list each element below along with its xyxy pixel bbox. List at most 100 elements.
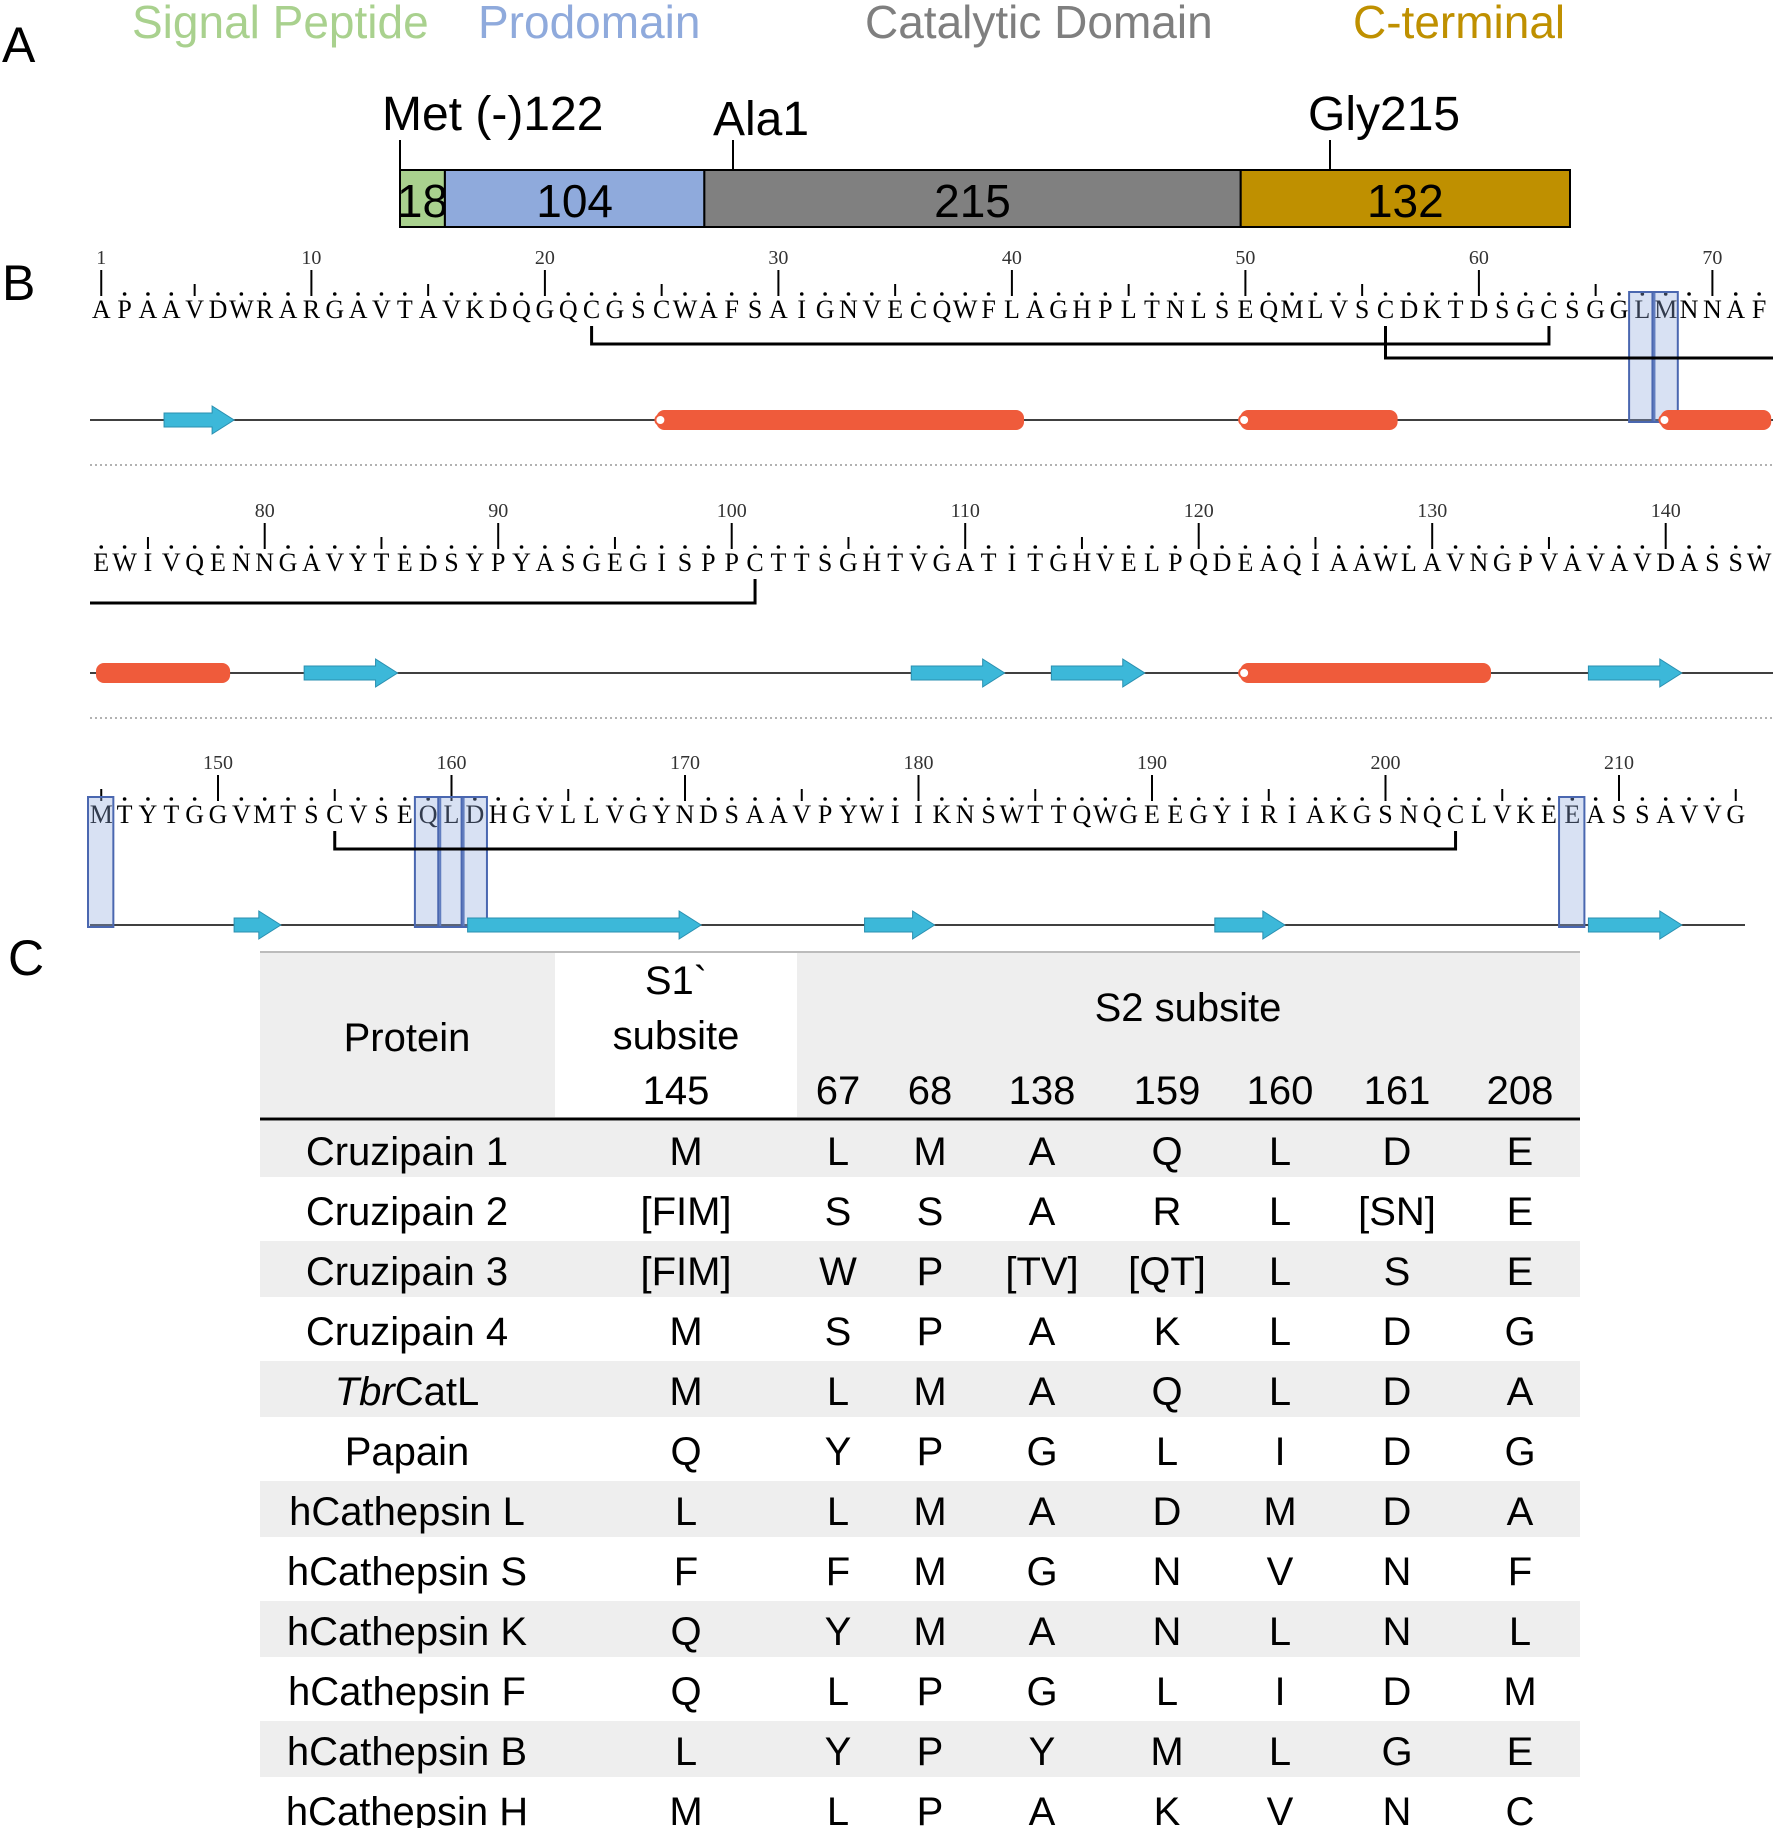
residue: N bbox=[1399, 800, 1418, 829]
residue: T bbox=[1027, 800, 1043, 829]
residue: N bbox=[839, 295, 858, 324]
residue: E bbox=[1237, 295, 1253, 324]
ruler-dot bbox=[356, 797, 360, 801]
header-s1-line1: S1` bbox=[645, 959, 707, 1003]
residue: S bbox=[748, 295, 762, 324]
residue-cell: P bbox=[917, 1670, 944, 1714]
residue-cell: P bbox=[917, 1430, 944, 1474]
ruler-dot bbox=[1103, 797, 1108, 801]
residue-cell: G bbox=[1026, 1550, 1057, 1594]
residue: P bbox=[724, 548, 738, 577]
ruler-dot bbox=[636, 797, 641, 801]
ruler-number: 90 bbox=[488, 500, 508, 522]
ruler-dot bbox=[1640, 797, 1645, 801]
residue: S bbox=[1635, 800, 1649, 829]
ruler-dot bbox=[519, 545, 524, 549]
ruler-dot bbox=[286, 545, 290, 549]
residue: E bbox=[1144, 800, 1160, 829]
disulfide-bond bbox=[90, 579, 757, 605]
ruler-dot bbox=[1383, 545, 1388, 549]
ruler-number: 160 bbox=[437, 752, 467, 774]
ruler-dot bbox=[1687, 545, 1691, 549]
ruler-dot bbox=[216, 545, 220, 549]
residue: C bbox=[1540, 295, 1557, 324]
residue: P bbox=[1098, 295, 1112, 324]
residue-cell: M bbox=[1150, 1730, 1183, 1774]
ruler-dot bbox=[870, 545, 874, 549]
ruler-dot bbox=[706, 545, 711, 549]
residue-cell: M bbox=[913, 1370, 946, 1414]
helix bbox=[1660, 410, 1772, 430]
ruler-dot bbox=[1383, 292, 1388, 296]
ruler-dot bbox=[1290, 797, 1294, 801]
residue: Q bbox=[419, 800, 438, 829]
ruler-dot bbox=[426, 545, 430, 549]
residue: V bbox=[442, 295, 461, 324]
residue: A bbox=[1306, 800, 1325, 829]
residue: S bbox=[444, 548, 458, 577]
residue: Y bbox=[139, 800, 158, 829]
domain-segment bbox=[703, 169, 1242, 228]
residue-cell: L bbox=[1269, 1610, 1291, 1654]
residue: W bbox=[953, 295, 978, 324]
residue: V bbox=[536, 800, 555, 829]
residue: P bbox=[491, 548, 505, 577]
residue-cell: D bbox=[1153, 1490, 1182, 1534]
residue: V bbox=[792, 800, 811, 829]
ruler-dot bbox=[1196, 797, 1201, 801]
ruler-dot bbox=[122, 797, 127, 801]
residue: Y bbox=[465, 548, 484, 577]
residue-cell: M bbox=[913, 1490, 946, 1534]
residue-cell: P bbox=[917, 1310, 944, 1354]
residue: V bbox=[162, 548, 181, 577]
ruler-dot bbox=[1220, 797, 1224, 801]
residue: A bbox=[92, 295, 111, 324]
residue: A bbox=[1680, 548, 1699, 577]
ruler-dot bbox=[1056, 292, 1061, 296]
residue: C bbox=[1447, 800, 1464, 829]
residue: V bbox=[372, 295, 391, 324]
residue: V bbox=[1703, 800, 1722, 829]
residue: H bbox=[489, 800, 508, 829]
beta-strand bbox=[303, 658, 399, 688]
ruler-dot bbox=[706, 292, 711, 296]
residue: A bbox=[302, 548, 321, 577]
header-s2-position: 159 bbox=[1134, 1069, 1201, 1113]
table-row-bg bbox=[260, 1241, 1580, 1297]
ruler-dot bbox=[1313, 292, 1318, 296]
header-s2-position: 160 bbox=[1247, 1069, 1314, 1113]
residue: Q bbox=[1189, 548, 1208, 577]
residue: N bbox=[956, 800, 975, 829]
residue: A bbox=[1610, 548, 1629, 577]
ruler-number: 30 bbox=[768, 247, 788, 269]
ruler-dot bbox=[1687, 292, 1691, 296]
residue-cell: G bbox=[1026, 1430, 1057, 1474]
ruler-dot bbox=[799, 292, 804, 296]
residue-cell: G bbox=[1504, 1430, 1535, 1474]
ruler-dot bbox=[659, 797, 664, 801]
ruler-dot bbox=[1757, 292, 1761, 296]
ruler-dot bbox=[823, 545, 827, 549]
residue: A bbox=[699, 295, 718, 324]
ruler-dot bbox=[332, 292, 337, 296]
protein-name: Cruzipain 4 bbox=[306, 1310, 508, 1354]
residue: I bbox=[144, 548, 153, 577]
residue-cell: P bbox=[917, 1250, 944, 1294]
ruler-dot bbox=[1313, 797, 1318, 801]
ruler-number: 200 bbox=[1371, 752, 1401, 774]
protein-name: Cruzipain 3 bbox=[306, 1250, 508, 1294]
residue: V bbox=[1540, 548, 1559, 577]
residue: K bbox=[1423, 295, 1442, 324]
residue-cell: [QT] bbox=[1128, 1250, 1206, 1294]
residue: R bbox=[1260, 800, 1278, 829]
domain-segment bbox=[1239, 169, 1571, 228]
beta-strand bbox=[1050, 658, 1146, 688]
ruler-dot bbox=[1360, 797, 1364, 801]
ruler-dot bbox=[753, 292, 757, 296]
ruler-dot bbox=[122, 545, 127, 549]
residue-cell: A bbox=[1029, 1190, 1056, 1234]
ruler-dot bbox=[963, 797, 967, 801]
residue: V bbox=[1329, 295, 1348, 324]
